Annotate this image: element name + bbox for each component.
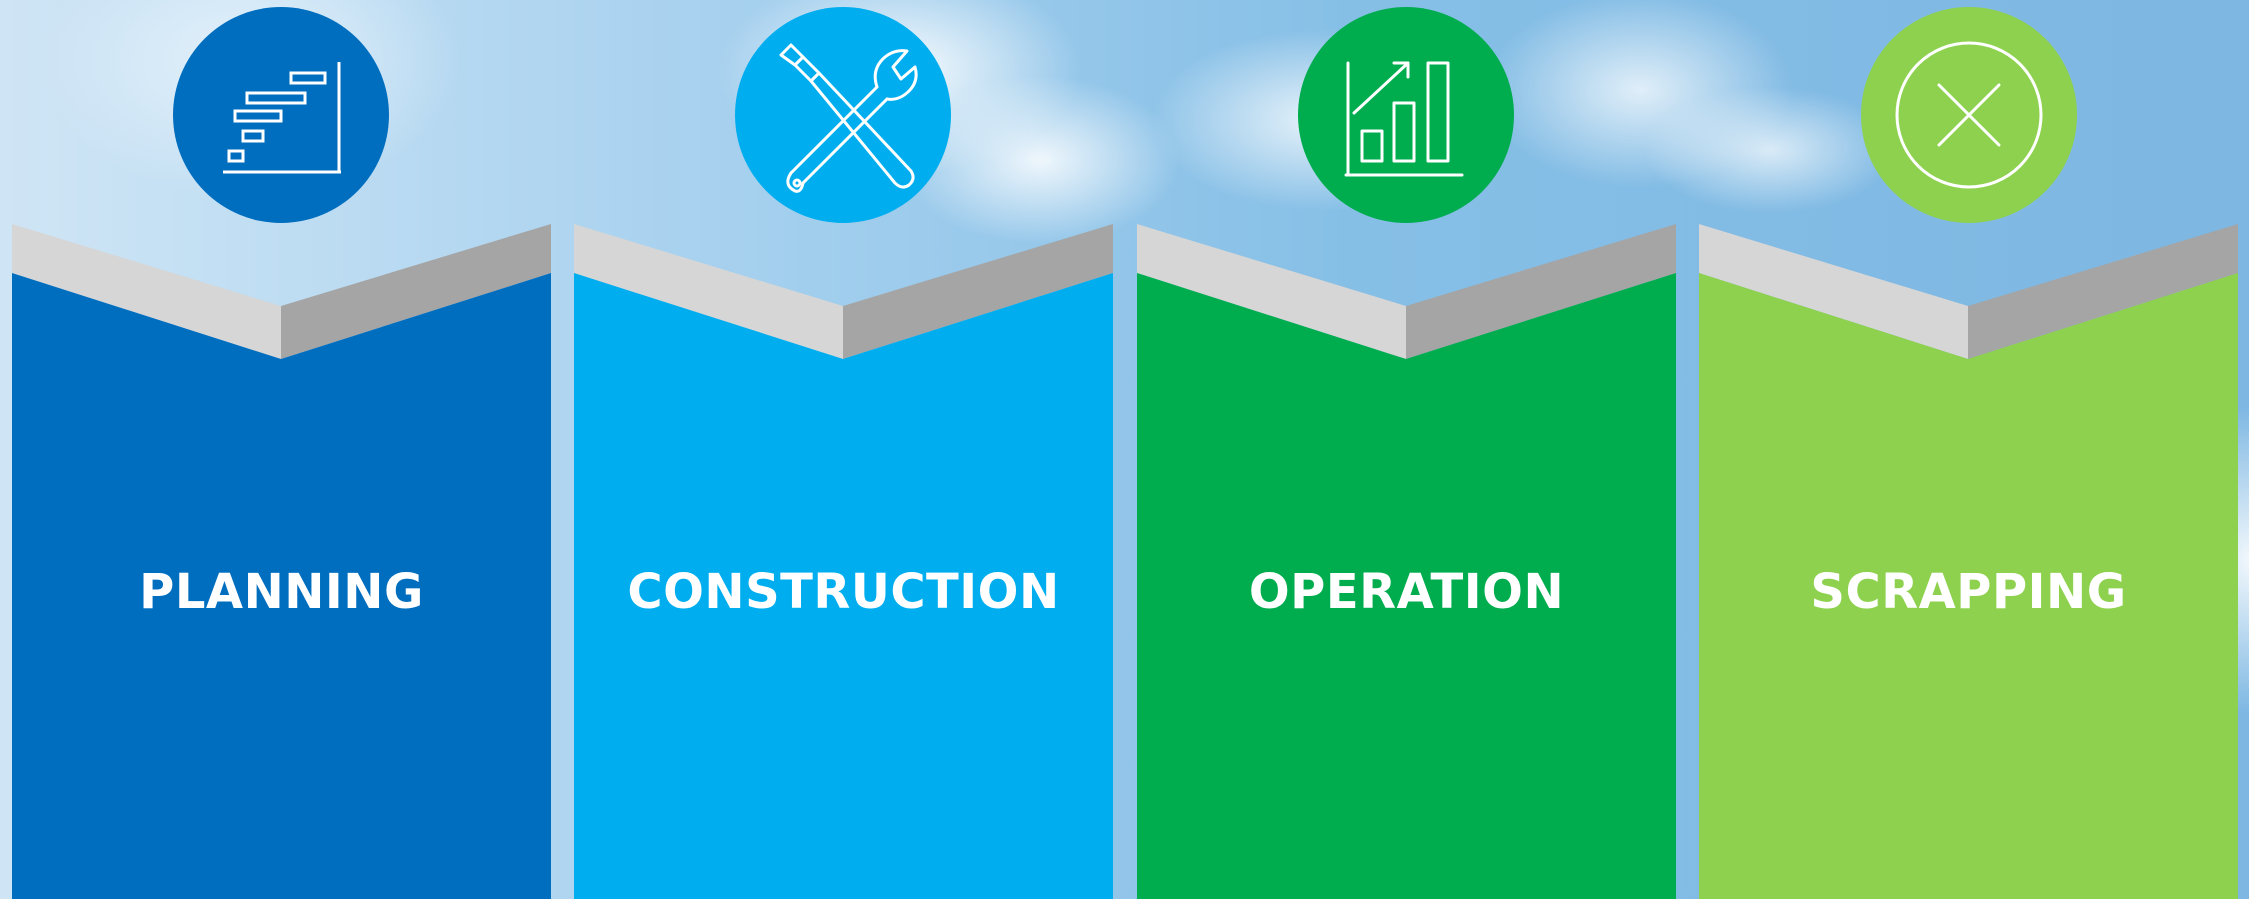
stage-label-scrapping: SCRAPPING (1810, 564, 2127, 620)
gantt-chart-icon (223, 62, 341, 174)
close-circle-icon (1895, 41, 2043, 189)
stage-label-operation: OPERATION (1248, 564, 1565, 620)
stage-card-construction: CONSTRUCTION (574, 224, 1113, 899)
stage-card-planning: PLANNING (12, 224, 551, 899)
stage-card-scrapping: SCRAPPING (1699, 224, 2238, 899)
stage-icon-circle-construction (735, 7, 951, 223)
stage-card-operation: OPERATION (1137, 224, 1676, 899)
stage-label-planning: PLANNING (139, 564, 424, 620)
stage-icon-circle-operation (1298, 7, 1514, 223)
growth-chart-icon (1344, 61, 1464, 177)
stage-icon-circle-planning (173, 7, 389, 223)
tools-icon (779, 43, 918, 193)
stage-label-construction: CONSTRUCTION (627, 564, 1060, 620)
stage-card-background (574, 224, 1113, 899)
stage-card-background (12, 224, 551, 899)
stage-card-background (1699, 224, 2238, 899)
stage-card-background (1137, 224, 1676, 899)
stage-icon-circle-scrapping (1861, 7, 2077, 223)
